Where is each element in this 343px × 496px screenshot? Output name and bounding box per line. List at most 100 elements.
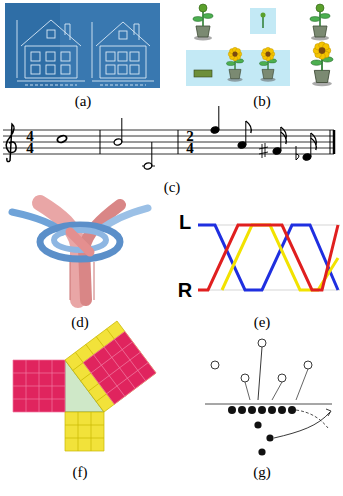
house-roof <box>21 20 81 46</box>
note-stem <box>151 142 152 166</box>
panel-label: (g) <box>253 464 271 480</box>
pot <box>262 69 274 78</box>
note-stem <box>310 133 311 157</box>
lineman <box>238 406 246 414</box>
grid-line <box>13 373 65 374</box>
lineman <box>258 406 266 414</box>
music-staff <box>3 106 334 170</box>
sharp-sign <box>259 143 268 158</box>
bud <box>199 4 207 12</box>
leg-square <box>13 360 65 412</box>
note-stem <box>121 118 122 142</box>
note-stem <box>280 127 281 151</box>
flower-centre <box>232 52 237 57</box>
panel-label: (c) <box>164 179 181 195</box>
window <box>61 52 70 61</box>
sprout <box>262 16 264 28</box>
strand-side-label: R <box>178 279 192 301</box>
window <box>106 65 115 74</box>
window <box>118 65 127 74</box>
plant-icon <box>227 47 244 81</box>
rope-over <box>70 232 90 252</box>
bar-line <box>330 130 331 154</box>
lineman <box>268 406 276 414</box>
window <box>46 52 55 61</box>
panel-label: (f) <box>73 464 88 480</box>
defender <box>304 361 312 369</box>
house-chimney <box>134 24 139 40</box>
defender <box>258 339 266 347</box>
pot <box>196 26 210 37</box>
grid-line <box>125 331 156 373</box>
dimension-line <box>92 22 93 78</box>
leaf <box>227 61 236 65</box>
pot <box>229 69 241 78</box>
sprite-tile <box>186 50 290 86</box>
window <box>46 65 55 74</box>
hypotenuse-square <box>65 321 156 412</box>
defender <box>241 374 249 382</box>
defender <box>211 361 219 369</box>
strand-side-label: L <box>179 211 191 233</box>
time-signature: 4 <box>186 142 194 154</box>
flower-centre <box>265 52 270 57</box>
pythagoras <box>13 321 156 451</box>
house-roof <box>96 22 150 46</box>
note-stem <box>218 106 219 130</box>
braid-diagram <box>198 225 340 290</box>
flat-sign <box>296 146 299 160</box>
plant-icon <box>310 4 330 41</box>
grid-line <box>65 451 104 452</box>
treble-clef <box>6 124 16 162</box>
staff-line <box>3 148 334 149</box>
lineman <box>278 406 286 414</box>
run-route <box>296 410 328 428</box>
time-signature: 4 <box>26 130 34 142</box>
grid-line <box>65 425 104 426</box>
back <box>254 421 261 428</box>
grid-line <box>65 438 104 439</box>
house-elevation <box>92 22 154 85</box>
lineman <box>288 406 296 414</box>
ground-line <box>92 81 154 82</box>
grid-line <box>65 412 66 451</box>
note-head <box>56 135 67 144</box>
note-stem <box>245 121 246 145</box>
run-route <box>274 412 330 438</box>
bar-line <box>333 130 336 154</box>
sprite-tile <box>250 8 276 34</box>
hypotenuse-square-fill <box>65 321 156 412</box>
defender <box>278 374 286 382</box>
grid-line <box>114 339 145 381</box>
time-signature: 4 <box>26 142 34 154</box>
scrimmage-line <box>205 404 332 405</box>
leaf <box>203 14 213 19</box>
route-line <box>296 369 308 400</box>
grid-line <box>104 412 105 451</box>
back <box>258 448 265 455</box>
pot <box>314 70 329 82</box>
plant-icon <box>260 47 277 81</box>
panel-label: (a) <box>75 93 92 109</box>
window <box>118 52 127 61</box>
panel-label: (b) <box>253 93 271 109</box>
flower-centre <box>319 47 326 54</box>
seed-tray <box>194 70 212 77</box>
leaf <box>193 17 203 22</box>
leg-square <box>65 412 104 451</box>
grid-line <box>13 360 65 361</box>
time-signature: 2 <box>186 130 194 142</box>
plant-sprites <box>186 4 333 86</box>
knot <box>12 203 148 300</box>
pot <box>313 26 327 37</box>
route-line <box>258 347 262 400</box>
grid-line <box>13 386 65 387</box>
staff-line <box>3 154 334 155</box>
grid-line <box>13 412 65 413</box>
leaf <box>320 14 330 19</box>
grid-line <box>104 347 135 389</box>
bar-line <box>100 130 101 154</box>
window <box>31 52 40 61</box>
grid-line <box>91 412 92 451</box>
